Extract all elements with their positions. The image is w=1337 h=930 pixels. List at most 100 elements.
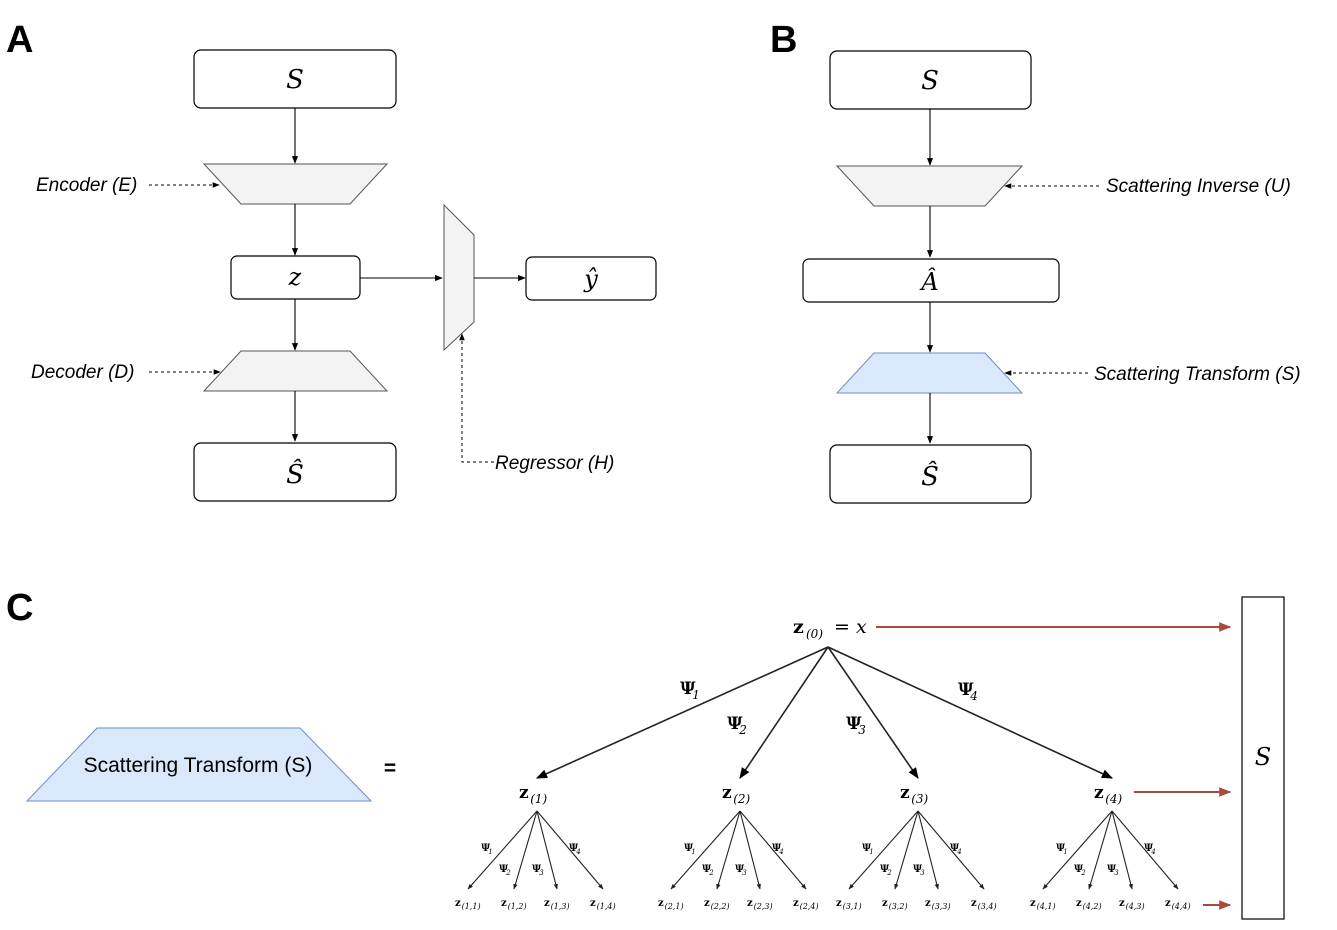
c-psi-level2-3-1-sub: 1: [869, 848, 873, 856]
a-regressor-pointer: [459, 333, 494, 463]
c-node-level1-4-sub: (4): [1105, 792, 1122, 806]
c-psi-level2-2-4-sub: 4: [778, 848, 783, 856]
a-encoder-label: Encoder (E): [36, 175, 137, 196]
c-node-level2-4-2-z: z: [1076, 898, 1082, 909]
c-node-level1-3-sub: (3): [911, 792, 928, 806]
c-edge-level2-4-3: [1111, 810, 1133, 890]
c-psi-level1-4-psi: Ψ: [958, 680, 974, 700]
c-psi-level1-2-sub: 2: [738, 723, 747, 737]
c-node-level2-1-2-z: z: [501, 898, 507, 909]
c-node-level1-2-z: z: [722, 783, 732, 803]
c-psi-level2-1-4-sub: 4: [575, 848, 580, 856]
c-node-level2-2-4-sub: (2,4): [800, 902, 819, 911]
c-psi-level2-2-3-sub: 3: [742, 869, 747, 877]
a-regressor-trapezoid: [443, 203, 475, 352]
c-psi-level1-2-psi: Ψ: [727, 714, 743, 734]
c-psi-level2-1-2-psi: Ψ: [499, 864, 509, 875]
c-edge-level2-4-2: [1088, 810, 1113, 890]
c-edge-level2-3-1: [848, 810, 919, 890]
c-psi-level2-2-1-sub: 1: [691, 848, 695, 856]
c-psi-level2-1-2-sub: 2: [505, 869, 511, 877]
b-middle-box: [802, 258, 1060, 303]
a-prediction-box: [525, 256, 657, 301]
c-node-level2-3-4-sub: (3,4): [978, 902, 997, 911]
c-node-level2-2-1-z: z: [658, 898, 664, 909]
c-psi-level2-2-2-sub: 2: [708, 869, 714, 877]
c-node-level2-1-1-z: z: [455, 898, 461, 909]
c-edge-level1-4: [827, 646, 1114, 779]
c-edge-level2-1-4: [536, 810, 604, 890]
c-edge-level2-2-3: [739, 810, 761, 890]
c-psi-level2-4-2-sub: 2: [1080, 869, 1086, 877]
c-output-vector: [1241, 596, 1285, 920]
c-psi-level2-4-4-sub: 4: [1150, 848, 1155, 856]
c-edge-level2-1-3: [536, 810, 558, 890]
c-edge-level1-2: [739, 646, 829, 779]
a-latent-symbol: z: [288, 263, 302, 291]
c-node-level2-1-4-z: z: [590, 898, 596, 909]
c-psi-level2-1-1-sub: 1: [488, 848, 492, 856]
c-node-level2-2-2-sub: (2,2): [711, 902, 730, 911]
c-psi-level2-2-1-psi: Ψ: [684, 843, 694, 854]
c-node-level2-4-3-z: z: [1119, 898, 1125, 909]
c-psi-level2-4-1-psi: Ψ: [1056, 843, 1066, 854]
c-node-level2-3-1-z: z: [836, 898, 842, 909]
c-psi-level2-3-1-psi: Ψ: [862, 843, 872, 854]
c-psi-level2-2-4-psi: Ψ: [772, 843, 782, 854]
c-edge-level2-4-1: [1042, 810, 1113, 890]
c-edge-level2-2-4: [739, 810, 807, 890]
c-node-level2-2-1-sub: (2,1): [665, 902, 684, 911]
c-node-level2-2-3-sub: (2,3): [754, 902, 773, 911]
a-input-symbol: S: [286, 65, 304, 95]
c-edge-level2-3-4: [917, 810, 985, 890]
c-node-level2-2-3-z: z: [747, 898, 753, 909]
c-psi-level2-1-3-sub: 3: [539, 869, 544, 877]
c-root-sub: (0): [806, 627, 823, 641]
b-transform-label: Scattering Transform (S): [1094, 364, 1301, 385]
c-node-level2-2-2-z: z: [704, 898, 710, 909]
c-psi-level1-3-sub: 3: [858, 723, 866, 737]
a-decoder-trapezoid: [202, 350, 389, 392]
c-node-level2-4-4-z: z: [1165, 898, 1171, 909]
c-root-rhs: = x: [834, 616, 867, 638]
panel-letter-b: B: [770, 19, 797, 61]
c-psi-level2-2-3-psi: Ψ: [735, 864, 745, 875]
c-transform-block: [25, 727, 373, 802]
a-decoder-label: Decoder (D): [31, 362, 134, 383]
c-node-level1-4-z: z: [1094, 783, 1104, 803]
c-node-level1-3-z: z: [900, 783, 910, 803]
c-psi-level2-3-2-psi: Ψ: [880, 864, 890, 875]
c-psi-level2-4-3-psi: Ψ: [1107, 864, 1117, 875]
c-psi-level2-1-3-psi: Ψ: [532, 864, 542, 875]
c-psi-level2-4-4-psi: Ψ: [1144, 843, 1154, 854]
b-middle-symbol: Â: [919, 267, 938, 296]
c-node-level2-3-2-sub: (3,2): [889, 902, 908, 911]
a-encoder-trapezoid: [202, 163, 389, 205]
b-inverse-label: Scattering Inverse (U): [1106, 176, 1291, 197]
c-transform-block-label: Scattering Transform (S): [84, 754, 313, 777]
a-prediction-symbol: ŷ: [583, 265, 598, 293]
c-node-level2-2-4-z: z: [793, 898, 799, 909]
c-psi-level2-2-2-psi: Ψ: [702, 864, 712, 875]
c-node-level2-4-2-sub: (4,2): [1083, 902, 1102, 911]
a-regressor-label: Regressor (H): [495, 453, 614, 474]
panel-letter-a: A: [6, 19, 33, 61]
c-edge-level2-2-2: [716, 810, 741, 890]
c-node-level2-4-1-z: z: [1030, 898, 1036, 909]
c-psi-level2-4-1-sub: 1: [1063, 848, 1067, 856]
c-node-level2-1-3-z: z: [544, 898, 550, 909]
c-node-level2-3-3-sub: (3,3): [932, 902, 951, 911]
c-node-level2-4-4-sub: (4,4): [1172, 902, 1191, 911]
c-output-vector-symbol: S: [1255, 743, 1271, 771]
a-output-symbol: Ŝ: [286, 458, 304, 490]
c-psi-level2-3-3-psi: Ψ: [913, 864, 923, 875]
c-node-level2-1-1-sub: (1,1): [462, 902, 481, 911]
panel-letter-c: C: [6, 587, 33, 629]
c-psi-level2-3-3-sub: 3: [920, 869, 925, 877]
c-psi-level2-1-4-psi: Ψ: [569, 843, 579, 854]
c-edge-level2-1-1: [467, 810, 538, 890]
c-edge-level1-3: [827, 646, 919, 779]
c-node-level1-1-z: z: [519, 783, 529, 803]
c-root-z: z: [793, 616, 804, 638]
